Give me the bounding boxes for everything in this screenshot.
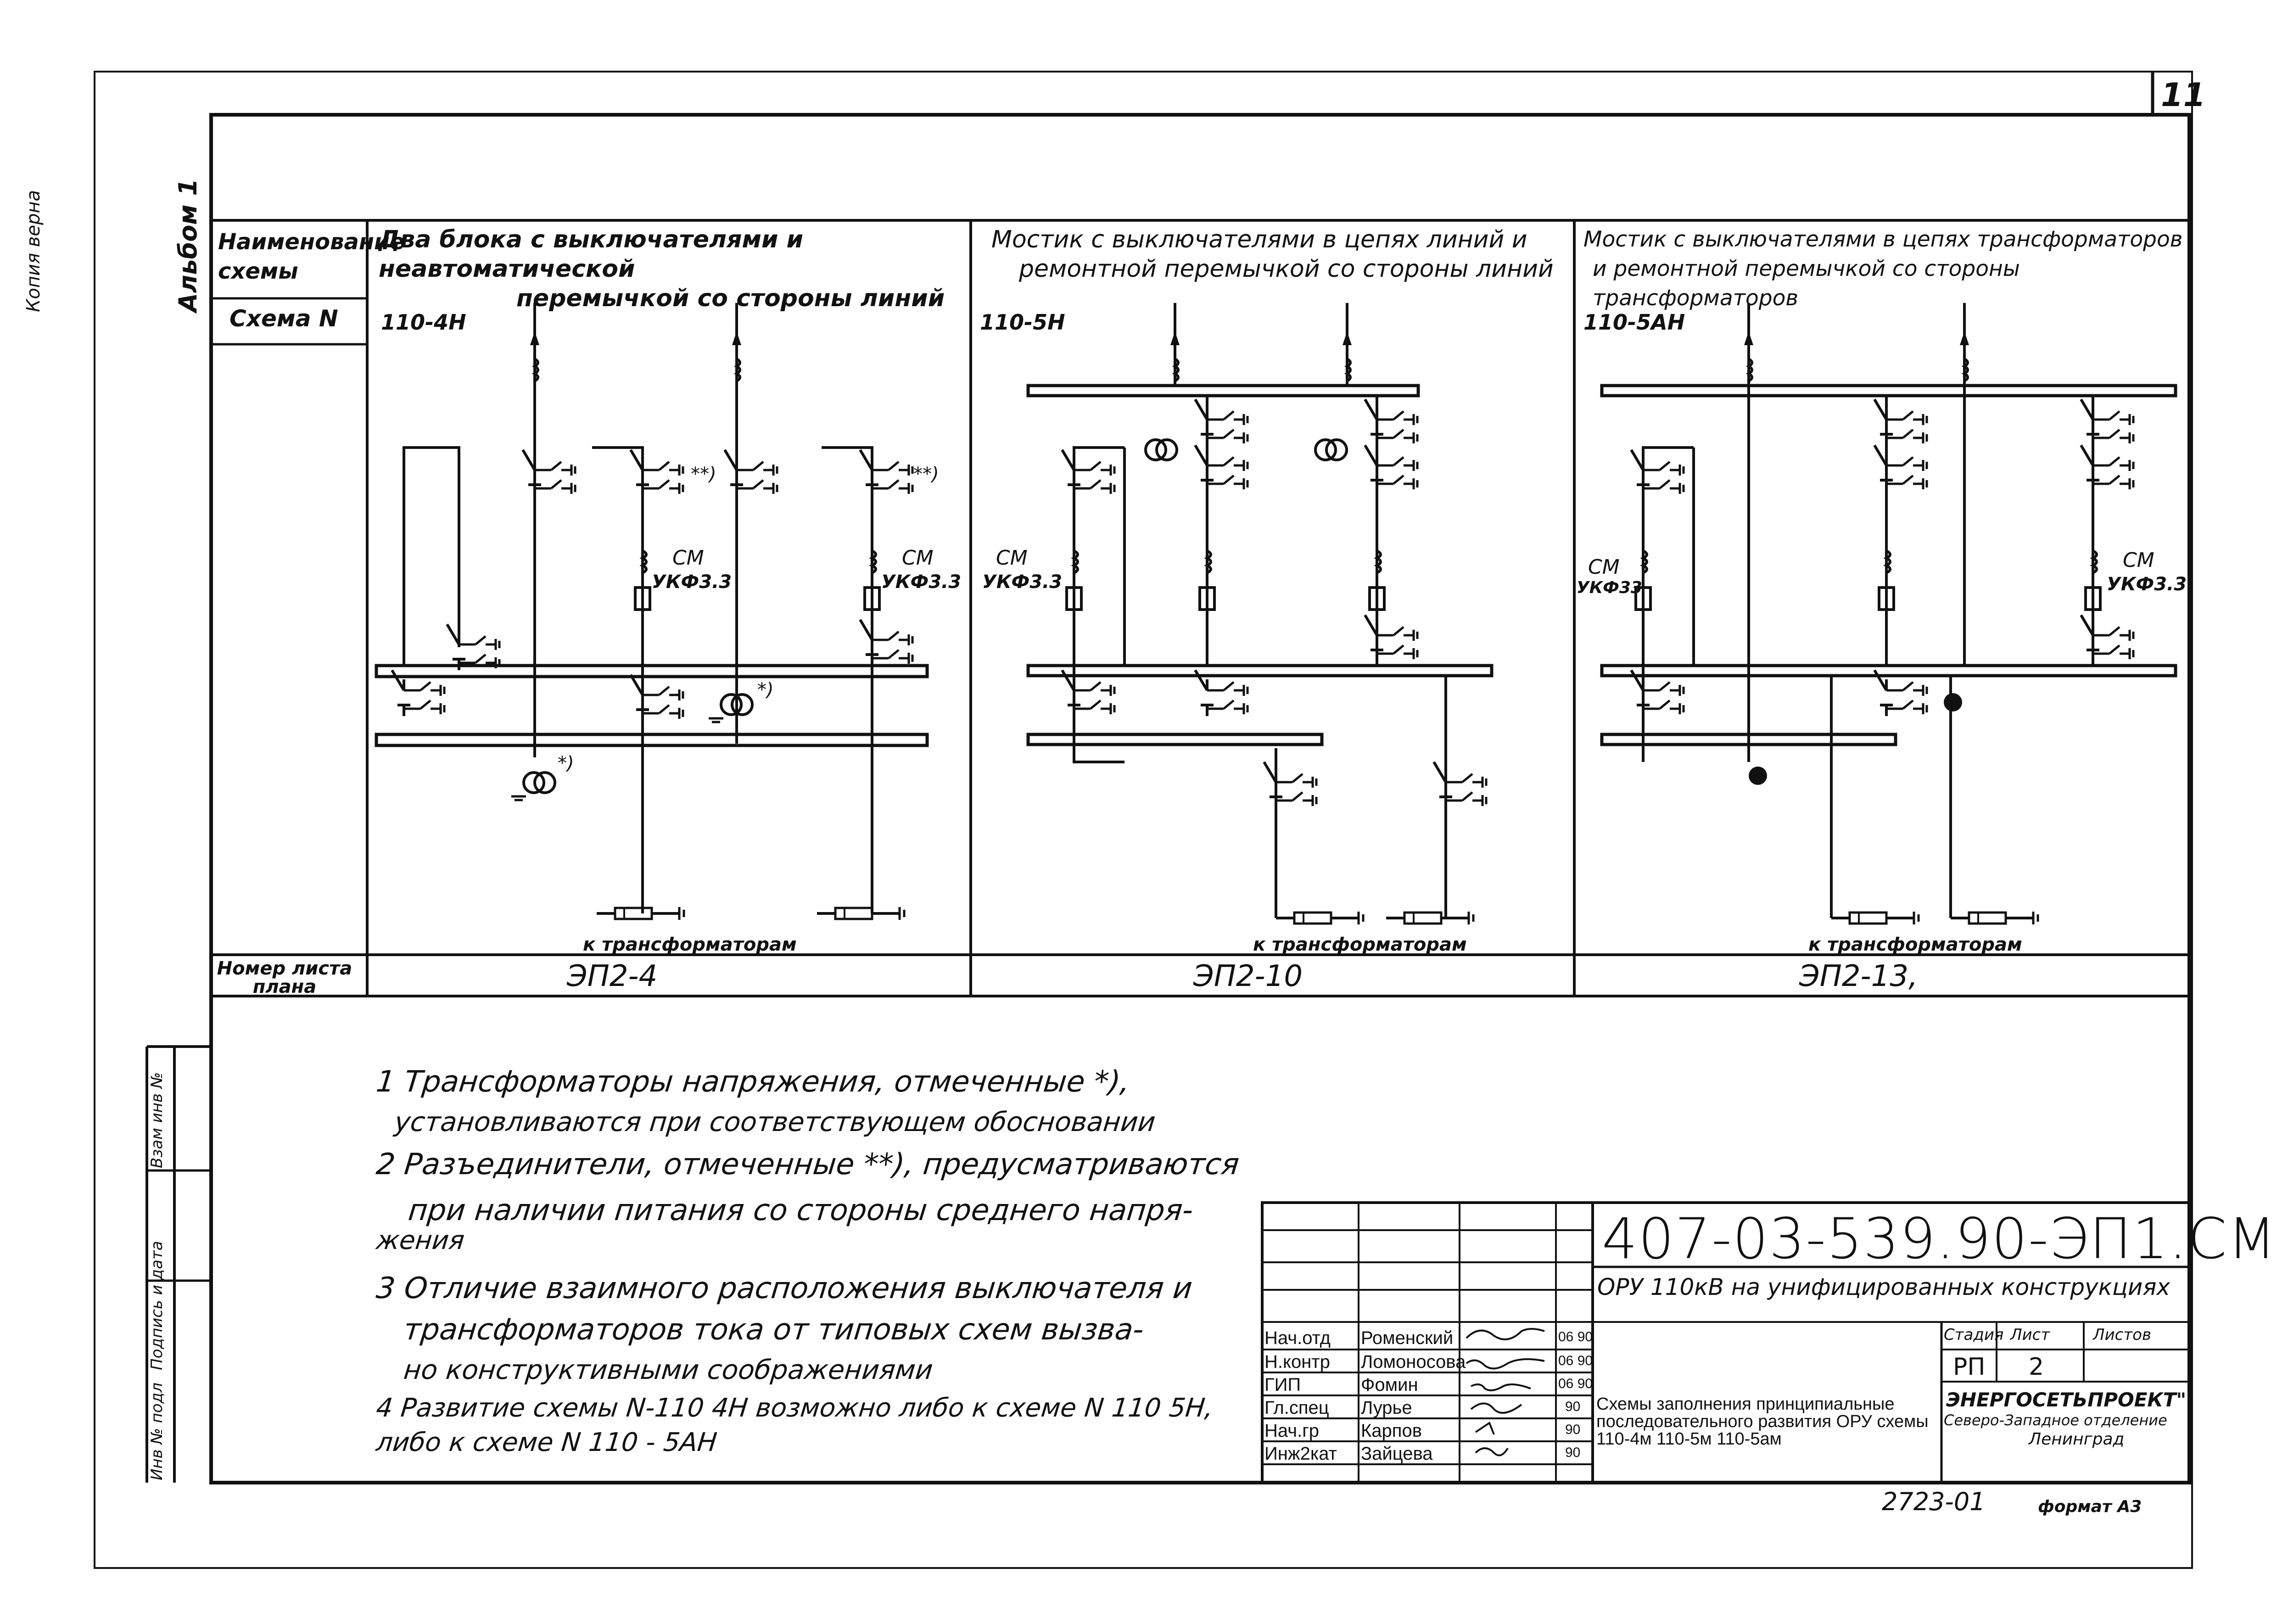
signer-role: Нач.гр [1264, 1421, 1320, 1441]
column-2-sheet: ЭП2-10 [1193, 959, 1303, 993]
col3-cm-label: СМ [1588, 555, 1620, 579]
column-2-code: 110-5Н [980, 310, 1065, 335]
col2-cm-label: СМ [996, 546, 1028, 570]
header-sheet-cell: Номер листа плана [217, 958, 352, 997]
header-scheme-cell: Схема N [229, 305, 338, 332]
signer-date: 90 [1565, 1399, 1581, 1414]
stage-header: Стадия [1944, 1326, 2004, 1344]
doc-code: 407-03-539.90-ЭП1.СМ [1602, 1206, 2277, 1271]
org-branch: Северо-Западное отделение [1944, 1411, 2167, 1429]
sheet-value: 2 [2029, 1353, 2044, 1381]
note-3-line-3: но конструктивными соображениями [402, 1354, 934, 1385]
signer-name: Ломоносова [1361, 1352, 1466, 1372]
col1-cm2-label: СМ [902, 546, 934, 570]
col1-ukf2-label: УКФ3.3 [881, 571, 962, 593]
col1-note-s1: *) [757, 679, 774, 700]
signer-name: Фомин [1361, 1375, 1418, 1395]
inventory-number: 2723-01 [1882, 1487, 1986, 1516]
note-3-line-1: 3 Отличие взаимного расположения выключа… [375, 1271, 1194, 1305]
col2-to-trans: к трансформаторам [1253, 934, 1467, 955]
signer-name: Карпов [1361, 1421, 1422, 1441]
col2-ukf-label: УКФ3.3 [982, 571, 1063, 593]
column-1-title: Два блока с выключателями и неавтоматиче… [379, 226, 945, 312]
schematic-110-5h [1026, 303, 1494, 924]
col3-ukf2-label: УКФ3.3 [2107, 574, 2187, 595]
signer-name: Зайцева [1361, 1444, 1433, 1464]
col1-ukf-label: УКФ3.3 [652, 571, 732, 593]
stamp-field-2: Подпись и дата [148, 1241, 166, 1370]
side-album: Альбом 1 [173, 179, 202, 312]
signer-date: 90 [1565, 1422, 1581, 1437]
note-4-line-2: либо к схеме N 110 - 5АН [375, 1428, 719, 1457]
col1-cm-label: СМ [672, 546, 704, 570]
signer-date: 06 90 [1558, 1329, 1593, 1344]
col3-to-trans: к трансформаторам [1808, 934, 2022, 955]
org-name: ЭНЕРГОСЕТЬПРОЕКТ" [1946, 1389, 2187, 1411]
paper-format: формат А3 [2038, 1497, 2142, 1516]
signer-role: Нач.отд [1264, 1328, 1331, 1348]
column-2-title: Мостик с выключателями в цепях линий и р… [991, 226, 1554, 283]
signer-date: 06 90 [1558, 1353, 1593, 1368]
note-2-line-1: 2 Разъединители, отмеченные **), предусм… [375, 1148, 1241, 1182]
col3-ukf-label: УКФ33 [1577, 578, 1642, 597]
signer-date: 06 90 [1558, 1376, 1593, 1391]
note-1-line-1: 1 Трансформаторы напряжения, отмеченные … [375, 1065, 1132, 1099]
column-3-code: 110-5АН [1583, 310, 1685, 335]
col3-cm2-label: СМ [2123, 549, 2154, 572]
stamp-field-1: Инв № подл [148, 1383, 166, 1480]
stamp-field-3: Взам инв № [148, 1072, 166, 1168]
column-3-sheet: ЭП2-13, [1799, 959, 1918, 993]
sheets-header: Листов [2093, 1326, 2152, 1344]
title-block-grid [1261, 1201, 2191, 1484]
stage-value: РП [1953, 1353, 1986, 1381]
header-name-cell: Наименование схемы [218, 229, 405, 284]
signer-role: ГИП [1264, 1375, 1301, 1395]
column-1-sheet: ЭП2-4 [567, 959, 658, 993]
note-1-line-2: установливаются при соответствующем обос… [393, 1106, 1157, 1137]
project-title: ОРУ 110кВ на унифицированных конструкция… [1597, 1274, 2171, 1300]
col1-note-s2: *) [558, 753, 574, 774]
signer-date: 90 [1565, 1445, 1581, 1460]
note-4-line-1: 4 Развитие схемы N-110 4Н возможно либо … [375, 1393, 1215, 1423]
col1-note-ss: **) [691, 464, 716, 485]
column-3-title: Мостик с выключателями в цепях трансформ… [1583, 227, 2183, 311]
signer-role: Гл.спец [1264, 1398, 1329, 1418]
note-2-line-3: жения [375, 1226, 466, 1255]
page-number: 11 [2161, 76, 2206, 114]
col1-to-trans: к трансформаторам [583, 934, 797, 955]
side-copy-note: Копия верна [23, 190, 44, 312]
signer-name: Лурье [1361, 1398, 1412, 1418]
col1-note-ss2: **) [913, 464, 939, 485]
description: Схемы заполнения принципиальные последов… [1596, 1394, 1929, 1449]
signatures [1466, 1328, 1545, 1456]
schematic-110-5ah [1600, 303, 2177, 924]
note-2-line-2: при наличии питания со стороны среднего … [407, 1193, 1195, 1227]
sheet-header: Лист [2010, 1326, 2050, 1344]
org-city: Ленинград [2029, 1430, 2125, 1449]
schematic-110-4h [375, 303, 929, 920]
signer-role: Инж2кат [1264, 1444, 1337, 1464]
note-3-line-2: трансформаторов тока от типовых схем выз… [402, 1313, 1146, 1347]
signer-role: Н.контр [1264, 1352, 1330, 1372]
column-1-code: 110-4Н [381, 310, 466, 335]
signer-name: Роменский [1361, 1328, 1454, 1348]
